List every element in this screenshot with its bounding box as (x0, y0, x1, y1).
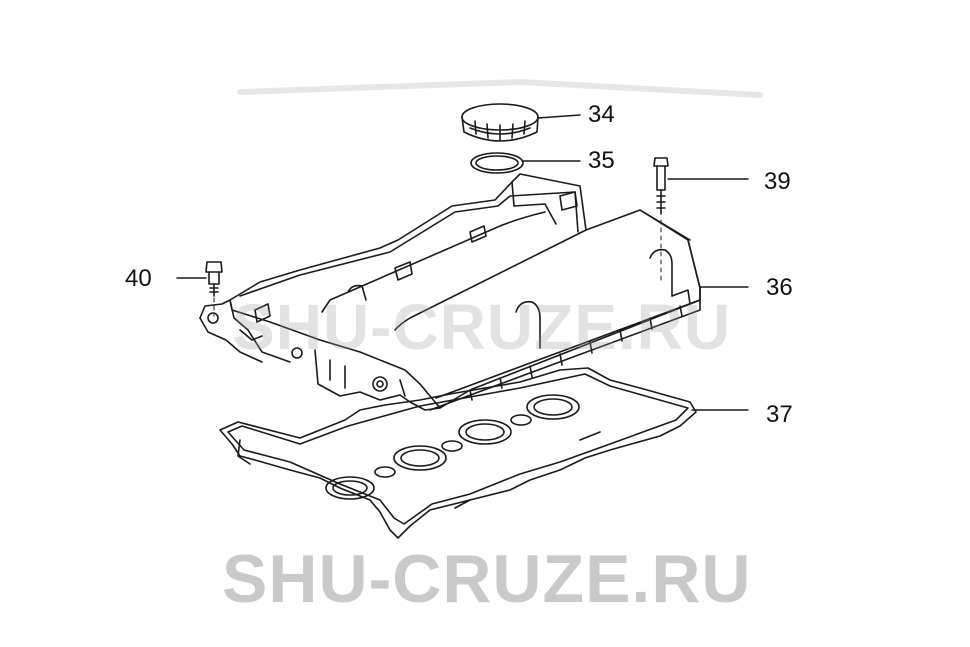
oil-filler-cap (461, 103, 539, 142)
callout-39: 39 (764, 168, 791, 195)
leader-34 (537, 114, 581, 119)
bolt-long (653, 157, 669, 281)
callout-35: 35 (588, 147, 615, 174)
watermark-center: SHU-CRUZE.RU (232, 291, 732, 363)
ghost-outline (237, 79, 763, 98)
gasket-seals (219, 367, 697, 539)
watermark-bottom: SHU-CRUZE.RU (222, 541, 752, 617)
o-ring-seal (470, 152, 524, 174)
valve-cover (199, 173, 701, 411)
callout-37: 37 (766, 401, 793, 428)
callout-40: 40 (125, 265, 152, 292)
bolt-short (205, 261, 223, 317)
callout-34: 34 (588, 101, 615, 128)
callout-36: 36 (766, 274, 793, 301)
